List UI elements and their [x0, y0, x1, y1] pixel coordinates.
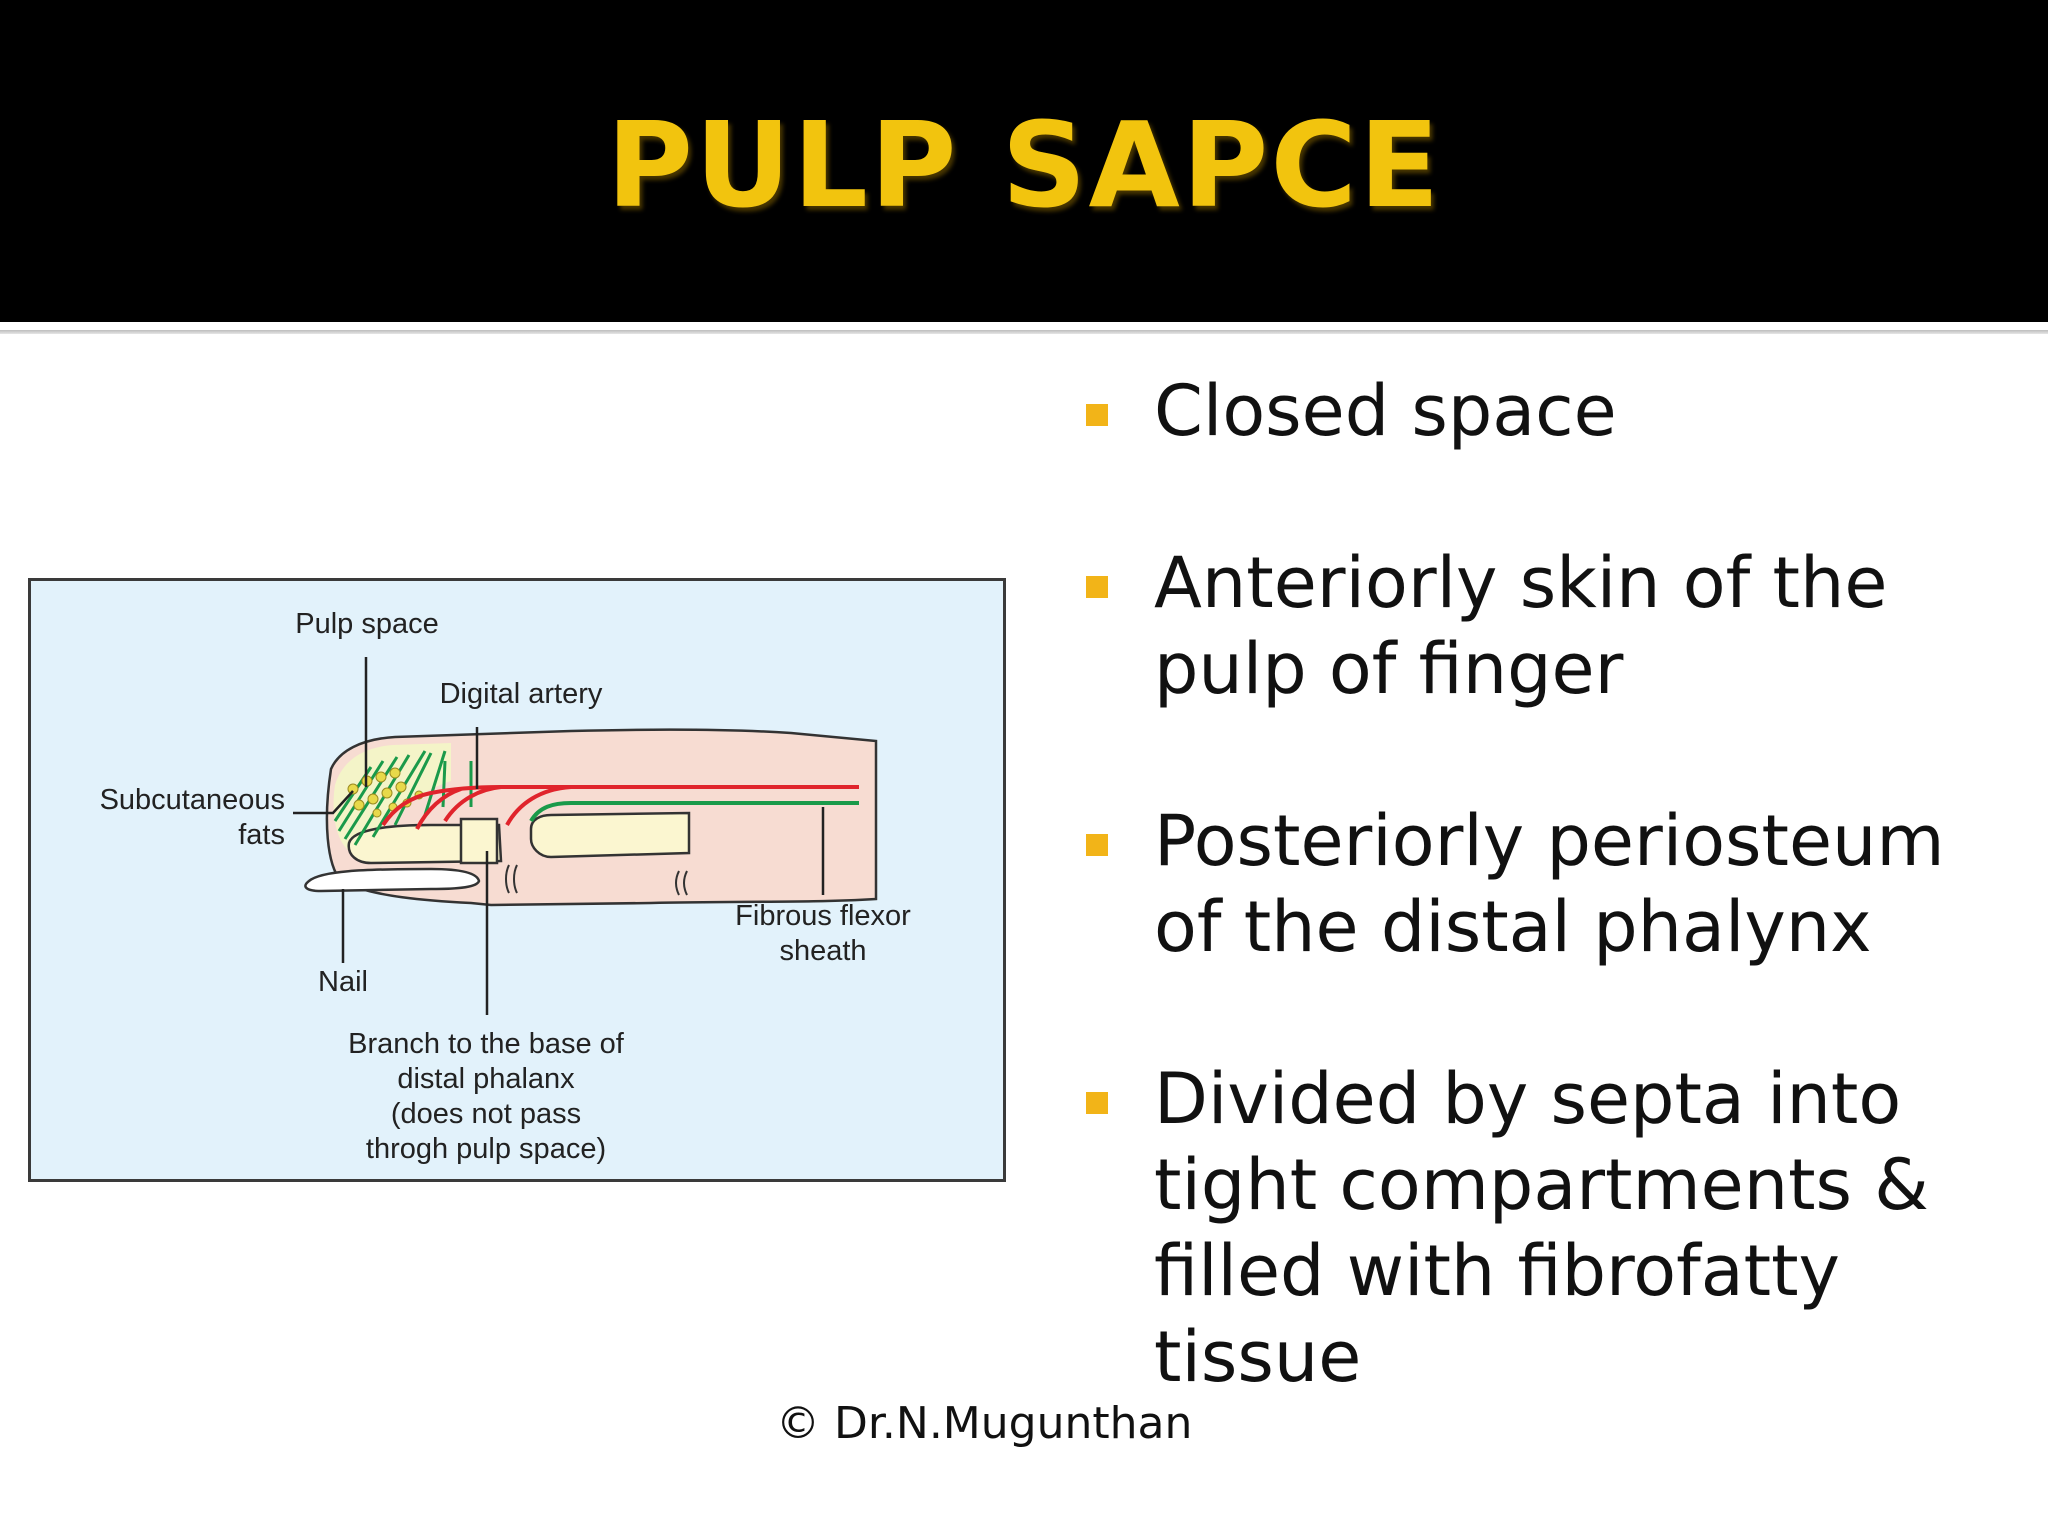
joint-line-1	[505, 864, 510, 894]
joint-line-4	[683, 870, 688, 896]
digital-artery	[381, 785, 859, 830]
bullet-list: Closed space Anteriorly skin of the pulp…	[1080, 368, 2020, 1486]
label-digital-artery: Digital artery	[439, 678, 603, 710]
label-pulp-space: Pulp space	[295, 608, 439, 640]
bullet-item: Anteriorly skin of the pulp of finger	[1080, 540, 2020, 712]
bullet-item: Divided by septa into tight compartments…	[1080, 1056, 2020, 1400]
leader-lines	[293, 657, 825, 1015]
distal-phalanx-base	[459, 817, 499, 865]
diagram-drawing	[293, 657, 878, 1015]
joint-line-3	[675, 870, 680, 896]
bullet-marker	[1086, 1092, 1108, 1114]
finger-pulp-diagram: Pulp space Digital artery Subcutaneous f…	[28, 578, 1006, 1182]
joint-line-2	[513, 864, 518, 894]
bullet-item: Posteriorly periosteum of the distal pha…	[1080, 798, 2020, 970]
nail	[304, 867, 481, 893]
bullet-text: Posteriorly periosteum of the distal pha…	[1154, 800, 1945, 968]
copyright-notice: © Dr.N.Mugunthan	[776, 1398, 1193, 1449]
label-subcutaneous-fats: Subcutaneous fats	[99, 784, 285, 851]
title-bar	[0, 0, 2048, 322]
title-divider	[0, 330, 2048, 334]
bullet-marker	[1086, 576, 1108, 598]
bullet-item: Closed space	[1080, 368, 2020, 454]
bullet-text: Anteriorly skin of the pulp of finger	[1154, 542, 1888, 710]
bullet-text: Closed space	[1154, 370, 1617, 452]
label-nail: Nail	[318, 966, 368, 998]
label-branch-to-base: Branch to the base of distal phalanx (do…	[348, 1028, 624, 1165]
fibrous-flexor-sheath	[529, 801, 859, 823]
bullet-marker	[1086, 834, 1108, 856]
slide-title: PULP SAPCE	[606, 96, 1442, 234]
bullet-text: Divided by septa into tight compartments…	[1154, 1058, 1929, 1398]
label-fibrous-flexor-sheath: Fibrous flexor sheath	[735, 900, 911, 967]
middle-phalanx	[529, 811, 691, 859]
bullet-marker	[1086, 404, 1108, 426]
